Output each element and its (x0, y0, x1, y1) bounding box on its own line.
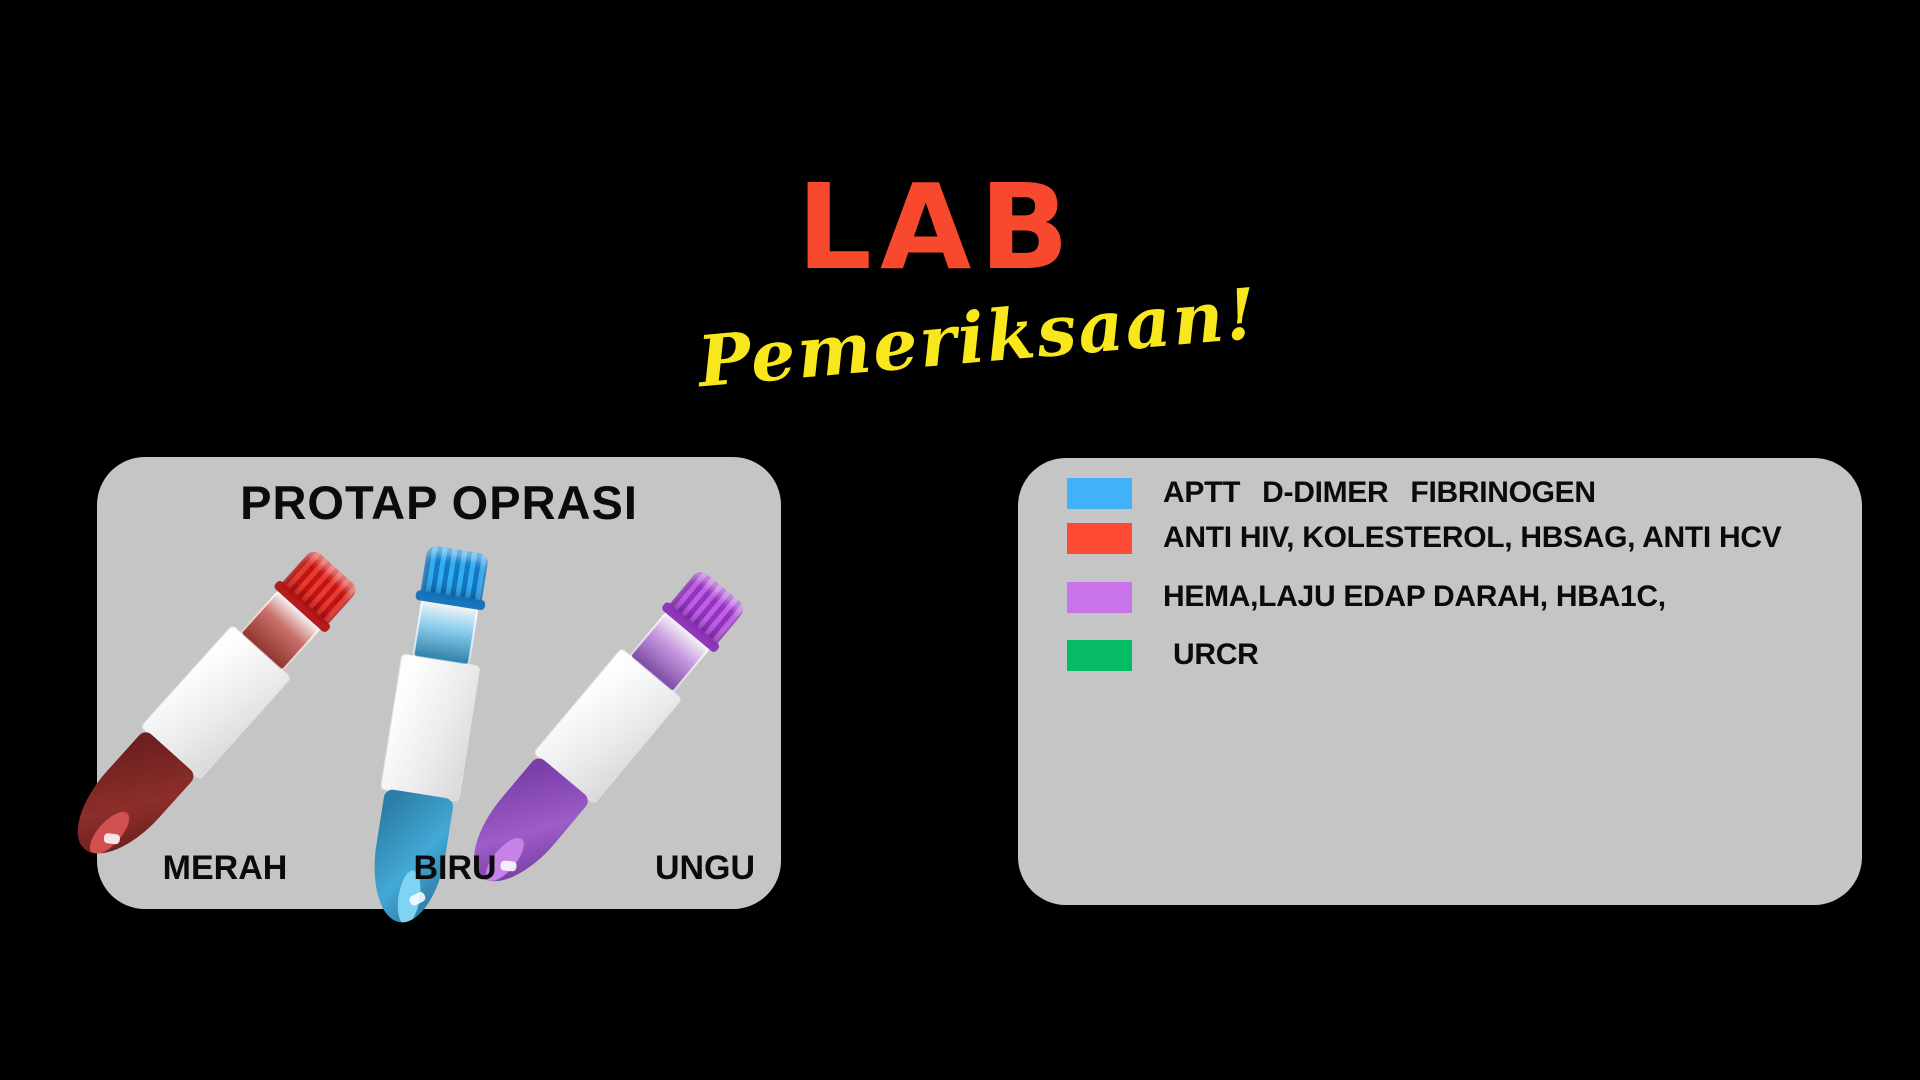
protap-panel: PROTAP OPRASI MERAH BIRU UNGU (58, 457, 781, 928)
blue-tube-label-band (381, 654, 480, 801)
legend-label-red: ANTI HIV, KOLESTEROL, HBSAG, ANTI HCV (1163, 521, 1782, 554)
page-title: LAB (796, 158, 1078, 296)
legend-label-purple: HEMA,LAJU EDAP DARAH, HBA1C, (1163, 580, 1666, 613)
purple-tube-name: UNGU (654, 849, 756, 887)
legend-panel: APTT D-DIMER FIBRINOGEN ANTI HIV, KOLEST… (1018, 458, 1862, 905)
green-color-swatch (1067, 639, 1132, 671)
blue-test-tube (364, 544, 498, 928)
blue-tube-name: BIRU (413, 849, 497, 887)
legend-label-blue: APTT D-DIMER FIBRINOGEN (1163, 476, 1596, 509)
red-test-tube (58, 542, 366, 873)
legend-row-blue: APTT D-DIMER FIBRINOGEN (1067, 476, 1596, 509)
legend-row-green: URCR (1067, 638, 1259, 671)
legend-row-red: ANTI HIV, KOLESTEROL, HBSAG, ANTI HCV (1067, 521, 1782, 554)
legend-row-purple: HEMA,LAJU EDAP DARAH, HBA1C, (1067, 580, 1666, 613)
blue-color-swatch (1067, 477, 1132, 509)
purple-color-swatch (1067, 581, 1132, 613)
purple-test-tube (454, 562, 754, 900)
red-color-swatch (1067, 522, 1132, 554)
legend-label-green: URCR (1173, 638, 1259, 671)
blue-tube-cap (420, 544, 490, 605)
red-tube-name: MERAH (162, 849, 288, 887)
protap-panel-title: PROTAP OPRASI (240, 476, 638, 529)
